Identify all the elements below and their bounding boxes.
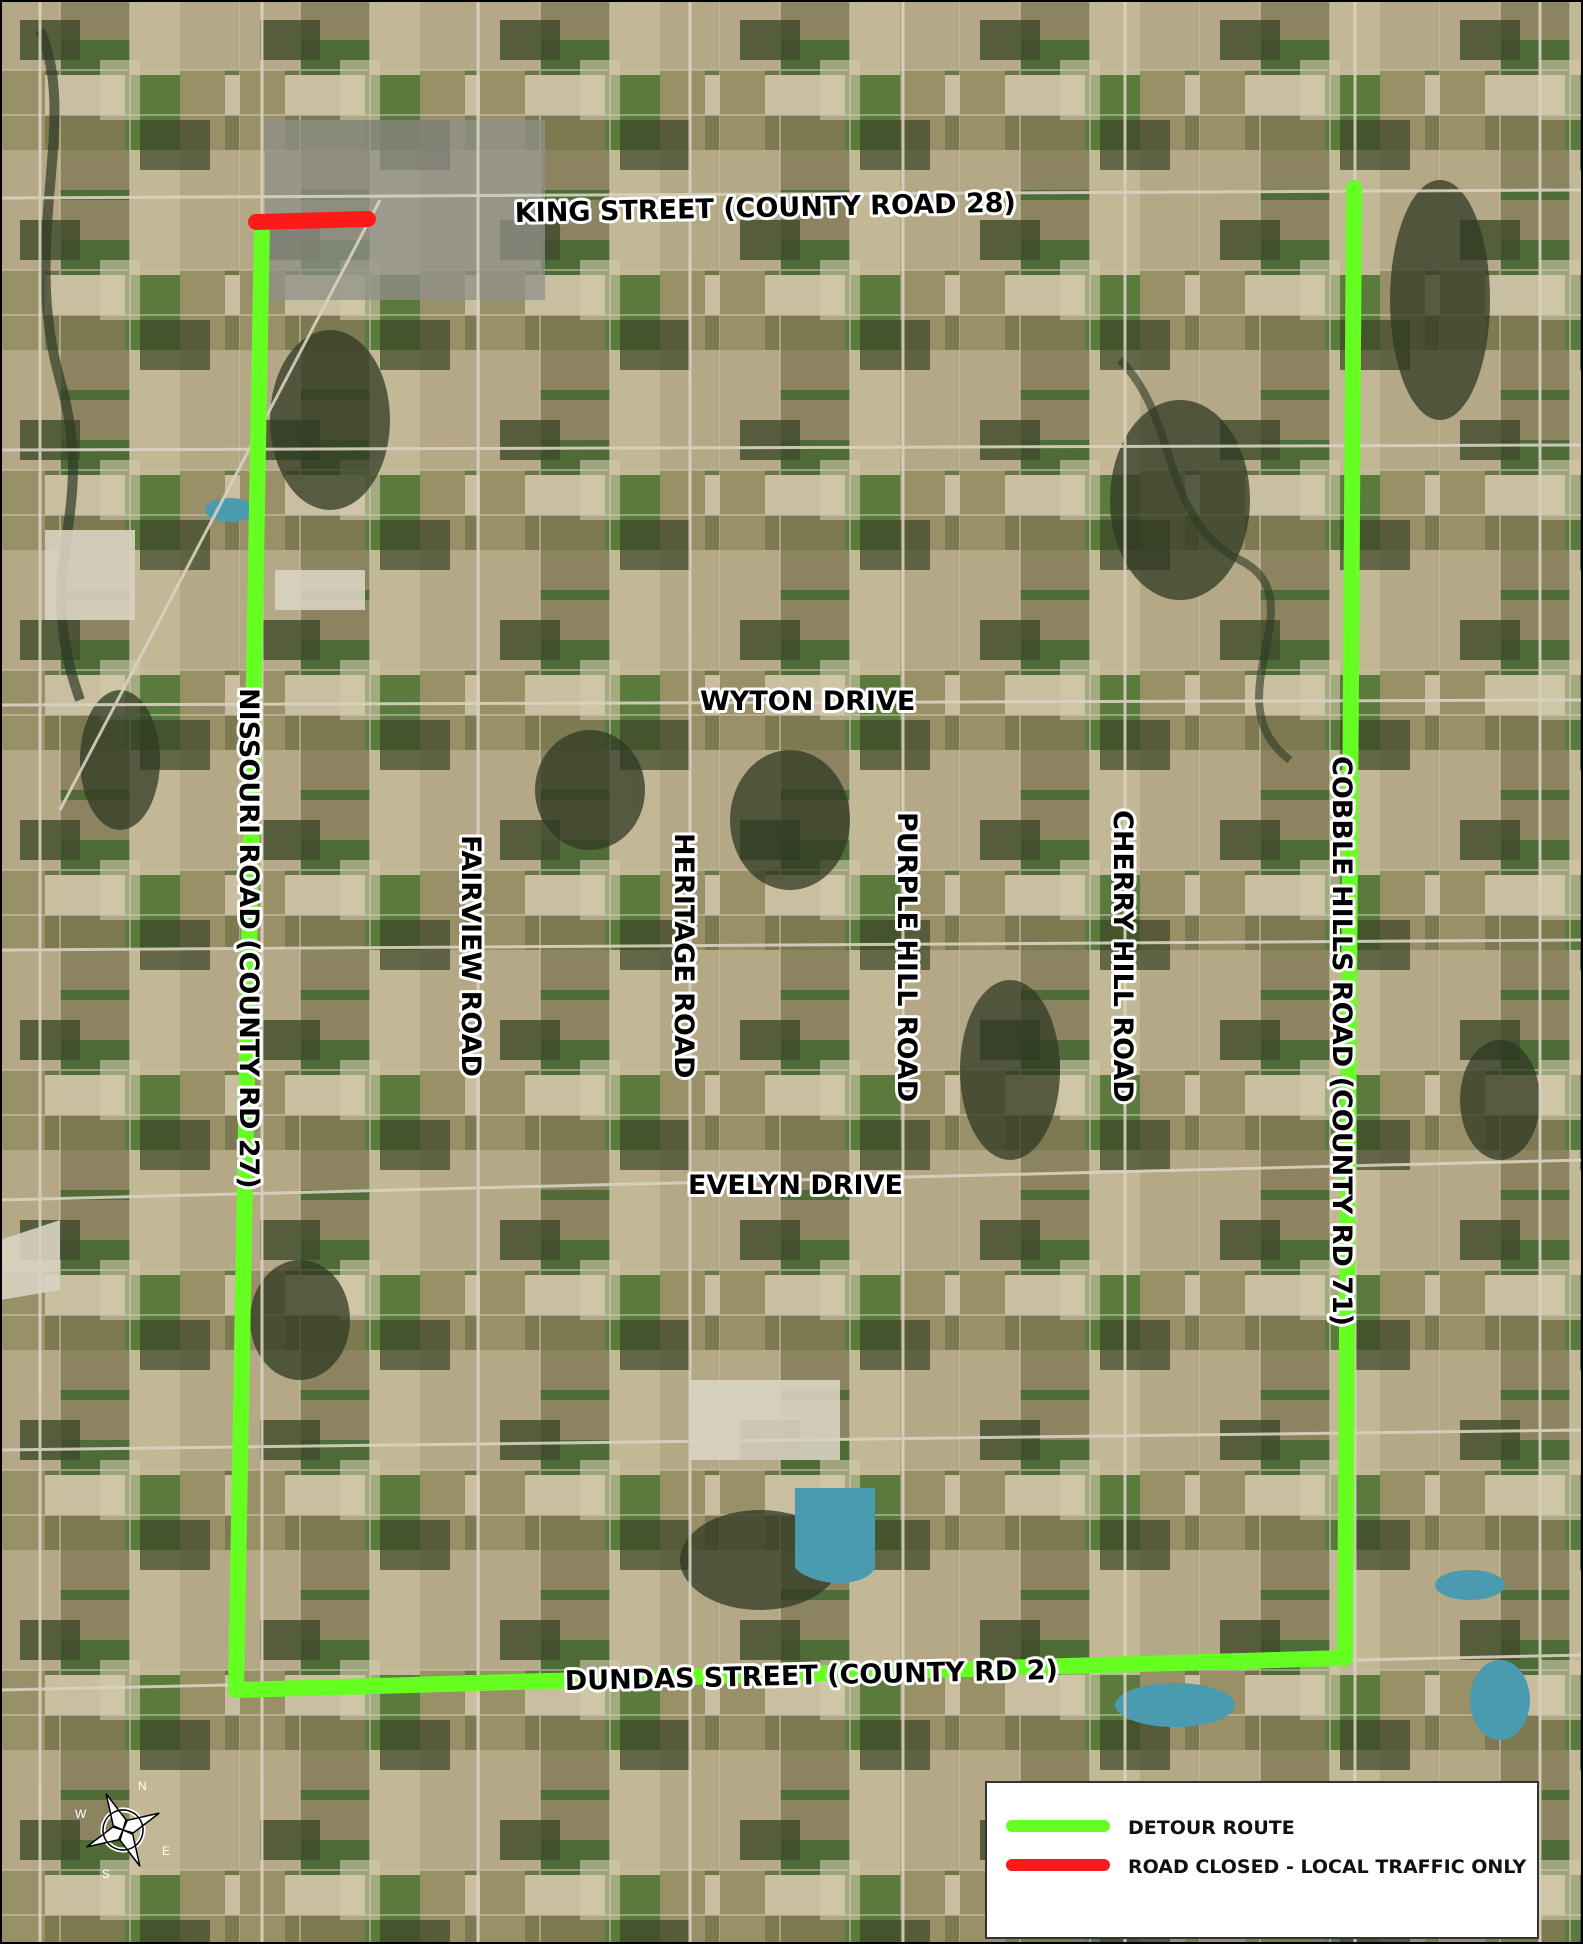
label-cobble-hills-road: COBBLE HILLS ROAD (COUNTY RD 71): [1326, 756, 1357, 1326]
label-fairview-road: FAIRVIEW ROAD: [455, 835, 486, 1077]
legend: DETOUR ROUTE ROAD CLOSED - LOCAL TRAFFIC…: [985, 1781, 1539, 1939]
compass-w: W: [75, 1807, 87, 1821]
label-wyton-drive: WYTON DRIVE: [700, 686, 915, 717]
compass-s: S: [102, 1867, 110, 1881]
quarries: [0, 530, 840, 1460]
water-bodies: [205, 498, 1530, 1740]
road-closed-segment: [248, 211, 376, 230]
label-purple-hill-road: PURPLE HILL ROAD: [891, 812, 922, 1102]
label-nissouri-road: NISSOURI ROAD (COUNTY RD 27): [233, 688, 264, 1189]
detour-route: [228, 180, 1362, 1698]
woodlots: [80, 180, 1540, 1610]
label-heritage-road: HERITAGE ROAD: [668, 833, 699, 1078]
creek-east: [1117, 357, 1293, 764]
compass-n: N: [138, 1779, 147, 1793]
legend-closed-label: ROAD CLOSED - LOCAL TRAFFIC ONLY: [1128, 1856, 1526, 1878]
compass-e: E: [162, 1844, 170, 1858]
label-evelyn-drive: EVELYN DRIVE: [688, 1170, 903, 1201]
legend-detour-label: DETOUR ROUTE: [1128, 1817, 1295, 1839]
compass-rose-icon: [86, 1793, 160, 1867]
label-cherry-hill-road: CHERRY HILL ROAD: [1107, 810, 1138, 1103]
town-area: [265, 120, 545, 300]
